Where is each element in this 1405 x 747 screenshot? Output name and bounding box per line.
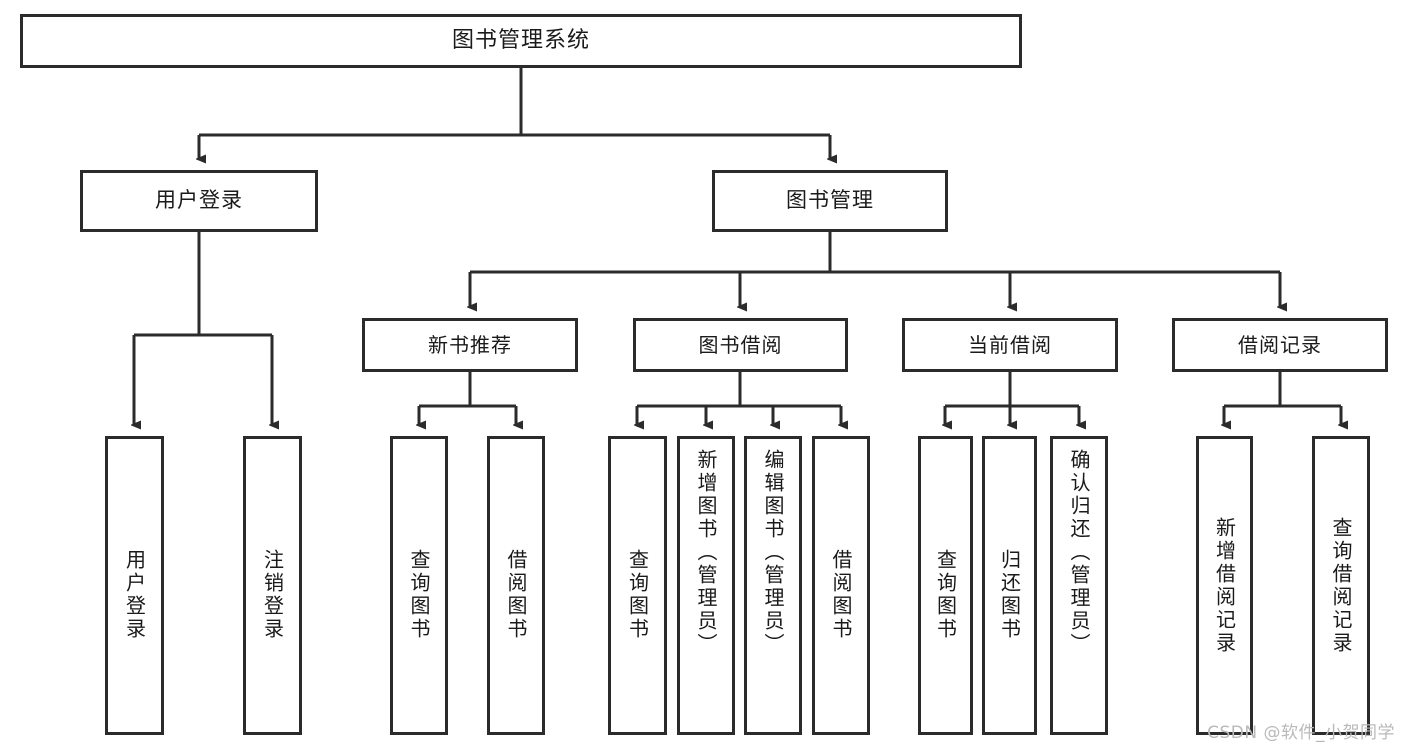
node-label: 图书借阅	[698, 332, 783, 357]
node-label: 新书推荐	[428, 332, 512, 357]
node-label: 查询图书	[407, 549, 431, 641]
node-label: 用户登录	[155, 188, 243, 213]
node-book-borrow[interactable]: 图书借阅	[633, 318, 848, 372]
leaf-borrow-edit-book-admin[interactable]: 编辑图书（管理员）	[744, 436, 802, 735]
node-label: 归还图书	[997, 549, 1022, 641]
node-label: 借阅记录	[1238, 332, 1322, 357]
leaf-recommend-borrow-book[interactable]: 借阅图书	[487, 436, 545, 735]
leaf-recommend-query-book[interactable]: 查询图书	[390, 436, 448, 735]
node-label: 图书管理	[786, 188, 874, 213]
node-label: 新增借阅记录	[1212, 517, 1237, 655]
leaf-current-return-book[interactable]: 归还图书	[982, 436, 1037, 735]
leaf-borrow-add-book-admin[interactable]: 新增图书（管理员）	[677, 436, 735, 735]
watermark-text: CSDN @软件_小贺同学	[1207, 723, 1395, 743]
node-label: 查询图书	[933, 549, 958, 641]
leaf-current-confirm-return-admin[interactable]: 确认归还（管理员）	[1050, 436, 1108, 735]
leaf-user-login-signout[interactable]: 注销登录	[243, 436, 302, 735]
leaf-borrow-borrow-book[interactable]: 借阅图书	[812, 436, 870, 735]
node-borrow-record[interactable]: 借阅记录	[1172, 318, 1388, 372]
leaf-record-query-record[interactable]: 查询借阅记录	[1312, 436, 1370, 735]
node-current-borrow[interactable]: 当前借阅	[902, 318, 1118, 372]
node-user-login[interactable]: 用户登录	[80, 170, 318, 232]
node-label: 借阅图书	[504, 549, 528, 641]
node-label: 编辑图书（管理员）	[761, 449, 785, 656]
node-new-book-recommend[interactable]: 新书推荐	[362, 318, 578, 372]
node-book-management[interactable]: 图书管理	[712, 170, 948, 232]
node-label: 查询图书	[625, 549, 650, 641]
node-label: 确认归还（管理员）	[1067, 449, 1091, 656]
node-label: 当前借阅	[968, 332, 1052, 357]
node-root-system[interactable]: 图书管理系统	[20, 14, 1022, 68]
node-label: 用户登录	[122, 549, 147, 641]
leaf-borrow-query-book[interactable]: 查询图书	[608, 436, 667, 735]
node-label: 查询借阅记录	[1329, 517, 1353, 655]
node-label: 借阅图书	[829, 549, 853, 641]
node-label: 图书管理系统	[451, 27, 590, 53]
leaf-record-add-record[interactable]: 新增借阅记录	[1196, 436, 1253, 735]
node-label: 注销登录	[260, 549, 285, 641]
node-label: 新增图书（管理员）	[694, 449, 718, 656]
leaf-user-login-signin[interactable]: 用户登录	[105, 436, 164, 735]
leaf-current-query-book[interactable]: 查询图书	[918, 436, 973, 735]
